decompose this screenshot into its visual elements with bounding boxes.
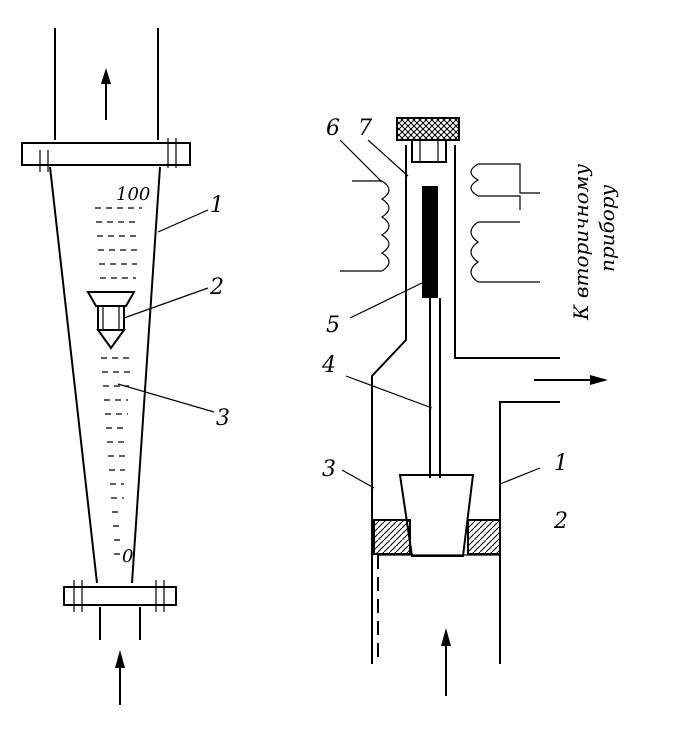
secondary-device-label: К вторичному прибору <box>569 164 619 321</box>
sensor-tube-right-wall <box>454 145 560 359</box>
leader-line <box>367 139 409 177</box>
ferromagnetic-core <box>422 186 438 298</box>
chamber-right-wall <box>499 401 560 664</box>
flow-arrow-right-icon <box>534 375 608 385</box>
callout-2: 2 <box>553 509 568 534</box>
leader-line <box>117 383 215 413</box>
bottom-flange <box>63 580 177 612</box>
knurled-cap <box>396 117 460 141</box>
leader-line <box>339 139 383 183</box>
callout-7: 7 <box>358 116 372 141</box>
scale-label-max: 100 <box>116 184 150 205</box>
primary-coil <box>340 180 390 272</box>
leader-line <box>349 281 425 319</box>
side-text-line2: прибору <box>595 184 619 272</box>
callout-4: 4 <box>321 353 336 378</box>
callout-1: 1 <box>554 451 568 476</box>
side-text-line1: К вторичному <box>569 164 593 321</box>
guide-sleeve <box>411 139 447 163</box>
sensor-assembly: 6 7 5 4 3 1 2 К вторичному прибору <box>321 116 619 696</box>
scale-label-min: 0 <box>122 546 133 567</box>
top-flange <box>21 138 191 172</box>
leader-line <box>345 375 433 409</box>
leader-line <box>499 467 541 485</box>
scale-ticks <box>95 207 142 555</box>
callout-1: 1 <box>210 193 224 218</box>
cone-tube-right-wall <box>131 166 161 584</box>
seat-left <box>373 519 411 555</box>
callout-2: 2 <box>209 275 224 300</box>
plunger <box>398 474 475 557</box>
leader-line <box>341 469 375 489</box>
sensor-tube-left-wall <box>371 145 407 482</box>
secondary-coils <box>470 163 540 283</box>
rotameter: 100 0 1 2 3 <box>21 28 230 705</box>
seat-right <box>467 519 501 555</box>
float <box>86 291 136 350</box>
cone-tube-left-wall <box>49 166 98 584</box>
callout-3: 3 <box>216 406 230 431</box>
leader-line <box>157 209 209 233</box>
callout-3: 3 <box>322 457 336 482</box>
leader-line <box>123 287 209 319</box>
flow-arrow-up-icon <box>101 68 111 120</box>
callout-5: 5 <box>326 313 340 338</box>
flow-arrow-up-icon <box>441 628 451 696</box>
flow-arrow-up-icon <box>115 650 125 705</box>
callout-6: 6 <box>326 116 340 141</box>
